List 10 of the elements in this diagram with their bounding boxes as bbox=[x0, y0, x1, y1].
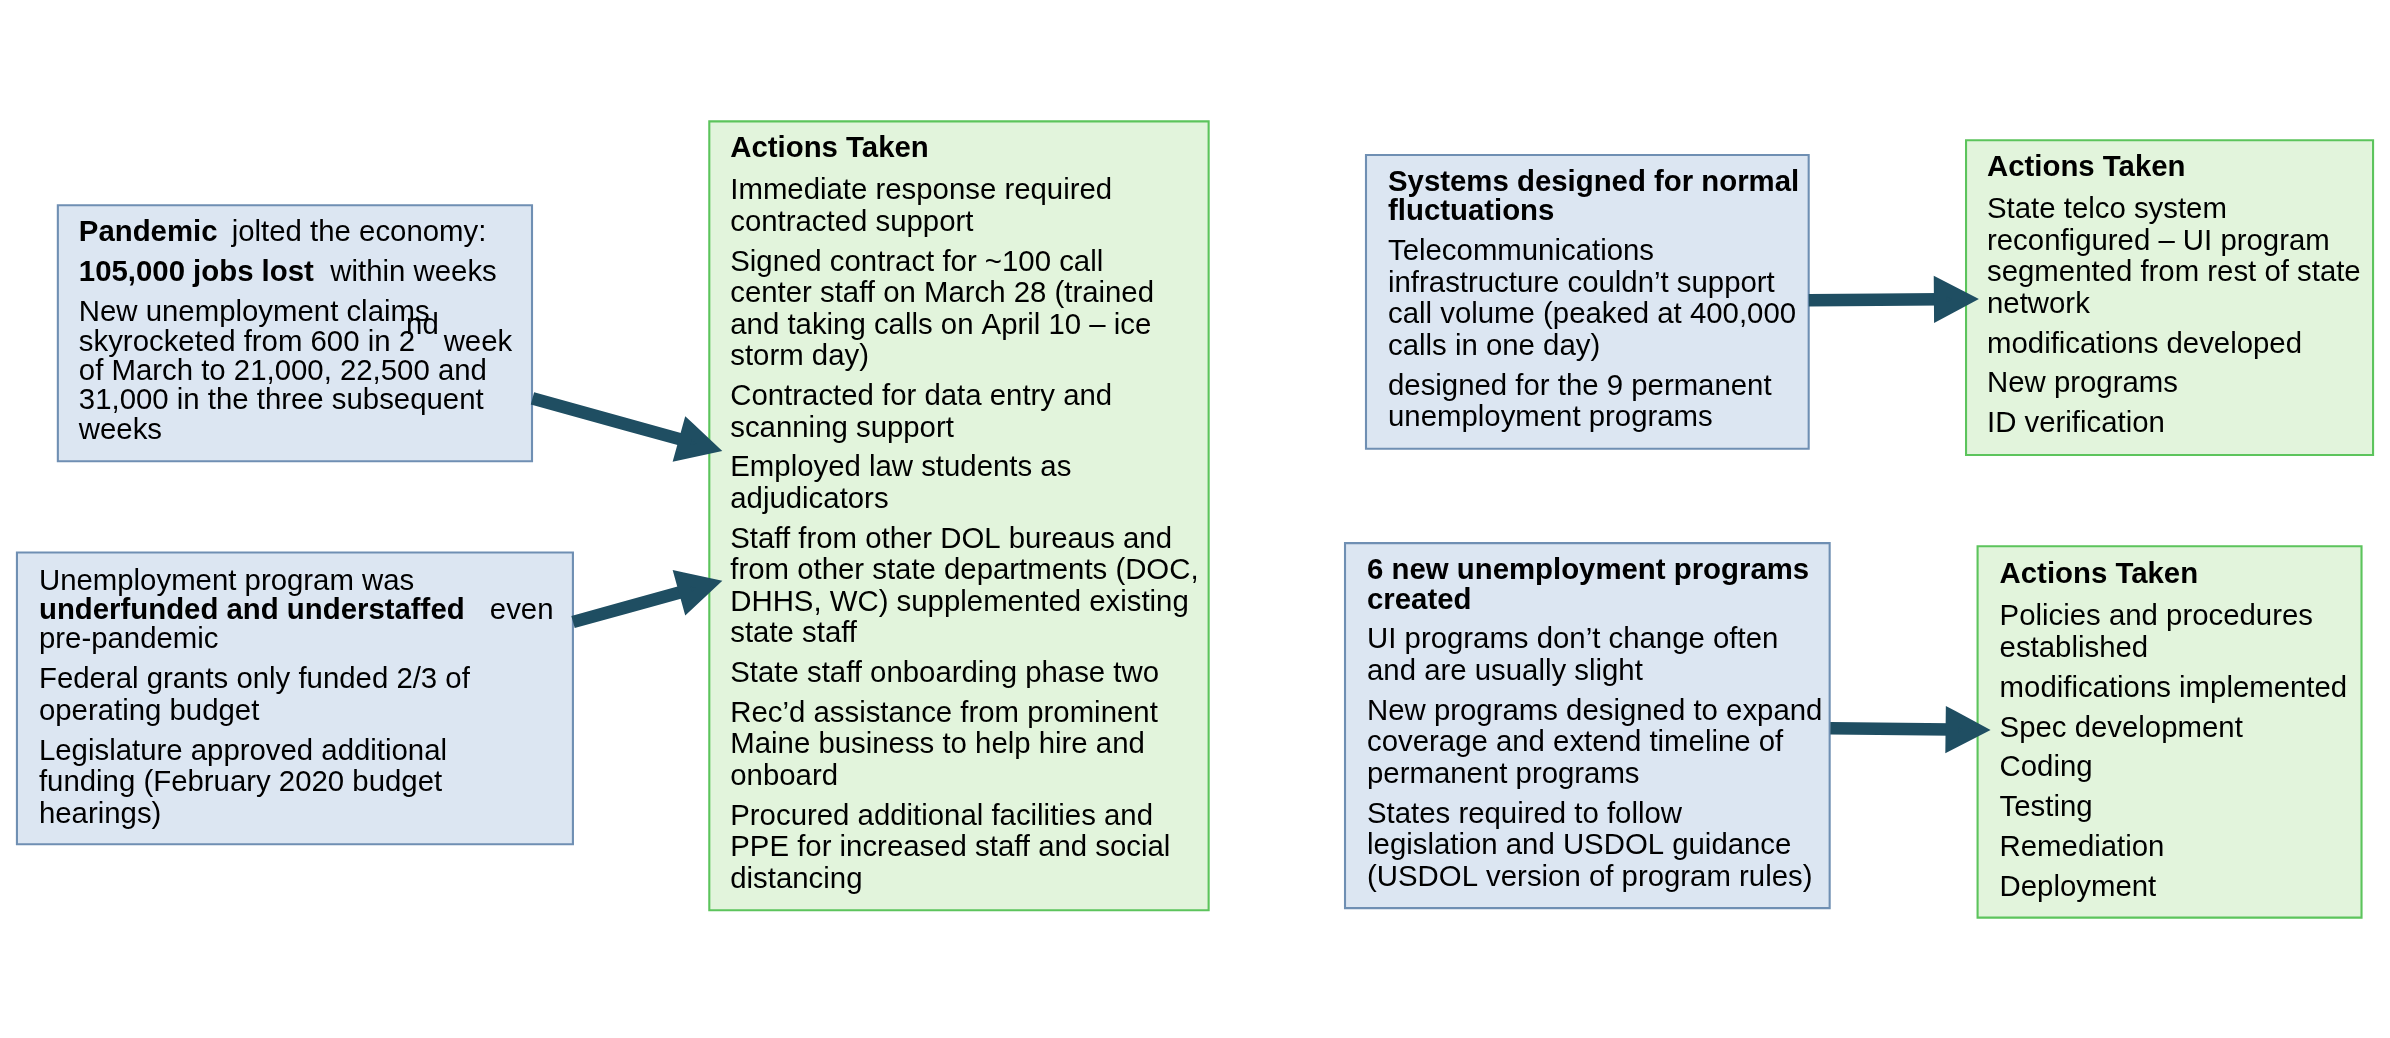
node-box: Actions Taken Policies and procedures established modifications implemented Spec development Coding Testing Remediation Deployment bbox=[1976, 544, 2363, 919]
node-box: 6 new unemployment programs created UI programs don’t change often and are usually slight New programs designed to expand coverage and extend timeline of permanent programs States required to follow legislation and USDOL guidance (USDOL version of program rules) bbox=[1343, 541, 1831, 909]
arrow bbox=[1808, 275, 1979, 323]
node-box: Unemployment program was underfunded and understaffed even pre-pandemic Federal grants only funded 2/3 of operating budget Legislature approved additional funding (February 2020 budget hearings) bbox=[15, 551, 574, 845]
node-box: Systems designed for normal fluctuations Telecommunications infrastructure couldn’t support call volume (peaked at 400,000 calls in one day) designed for the 9 permanent unemployment programs bbox=[1364, 153, 1810, 450]
arrow bbox=[1830, 705, 1991, 753]
node-box: Actions Taken Immediate response required contracted support Signed contract for ~100 call center staff on March 28 (trained and taking calls on April 10 – ice storm day) Contracted for data entry and scanning support Employed law students as adjudicators Staff from other DOL bureaus and from other state departments (DOC, DHHS, WC) supplemented existing state staff State staff onboarding phase two Rec’d assistance from prominent Maine business to help hire and onboard Procured additional facilities and PPE for increased staff and social distancing bbox=[708, 119, 1210, 911]
arrow bbox=[571, 569, 723, 628]
node-box: Actions Taken State telco system reconfigured – UI program segmented from rest of state network modifications developed New programs ID verification bbox=[1965, 138, 2375, 456]
arrow bbox=[530, 391, 723, 462]
